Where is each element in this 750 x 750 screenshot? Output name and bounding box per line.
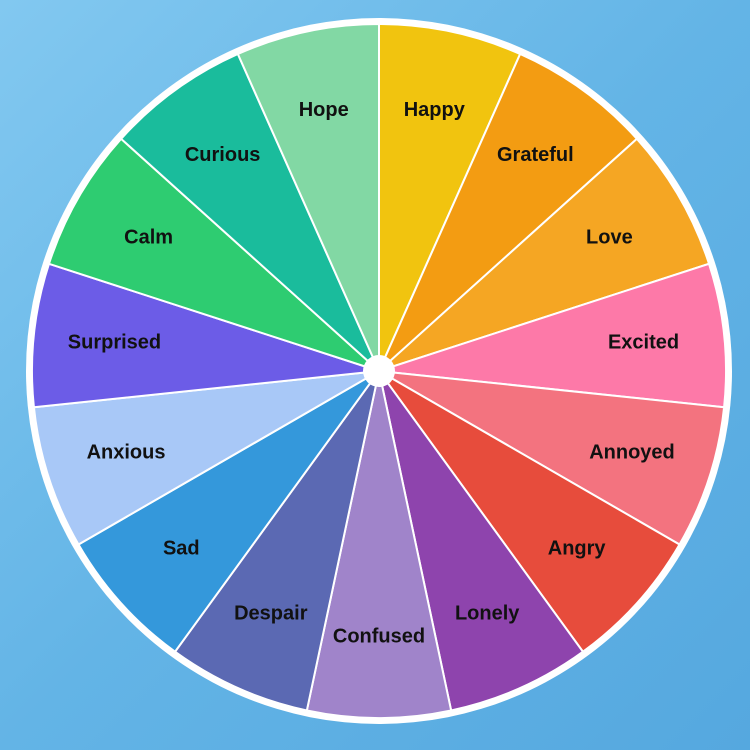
wheel-segment-despair[interactable] [173, 370, 380, 712]
wheel-segment-sad[interactable] [77, 370, 380, 654]
segment-label-love: Love [586, 226, 633, 248]
segment-label-surprised: Surprised [68, 331, 161, 353]
wheel-segment-happy[interactable] [378, 22, 522, 372]
segment-label-lonely: Lonely [455, 602, 520, 624]
segment-label-angry: Angry [548, 537, 607, 559]
segment-label-hope: Hope [299, 99, 349, 121]
segment-label-grateful: Grateful [497, 144, 574, 166]
wheel-segment-hope[interactable] [236, 22, 380, 372]
wheel-segment-curious[interactable] [119, 52, 380, 372]
wheel-segment-love[interactable] [378, 137, 711, 372]
wheel-segment-confused[interactable] [305, 370, 453, 719]
wheel-segment-excited[interactable] [378, 262, 727, 409]
segment-label-calm: Calm [124, 226, 173, 248]
wheel-center-hub[interactable] [363, 355, 395, 387]
wheel-segment-surprised[interactable] [31, 262, 380, 409]
wheel-segment-grateful[interactable] [378, 52, 639, 372]
segment-label-happy: Happy [404, 99, 466, 121]
wheel-segment-anxious[interactable] [32, 370, 380, 546]
wheel-segment-calm[interactable] [47, 137, 380, 372]
segment-label-annoyed: Annoyed [589, 441, 675, 463]
wheel-segment-lonely[interactable] [378, 370, 585, 712]
segment-label-confused: Confused [333, 625, 425, 647]
wheel-segment-angry[interactable] [378, 370, 681, 654]
segment-label-anxious: Anxious [87, 441, 166, 463]
wheel-segment-annoyed[interactable] [378, 370, 726, 546]
segment-label-excited: Excited [608, 331, 679, 353]
segment-label-sad: Sad [163, 537, 200, 559]
segment-label-curious: Curious [185, 144, 261, 166]
segment-label-despair: Despair [234, 602, 308, 624]
